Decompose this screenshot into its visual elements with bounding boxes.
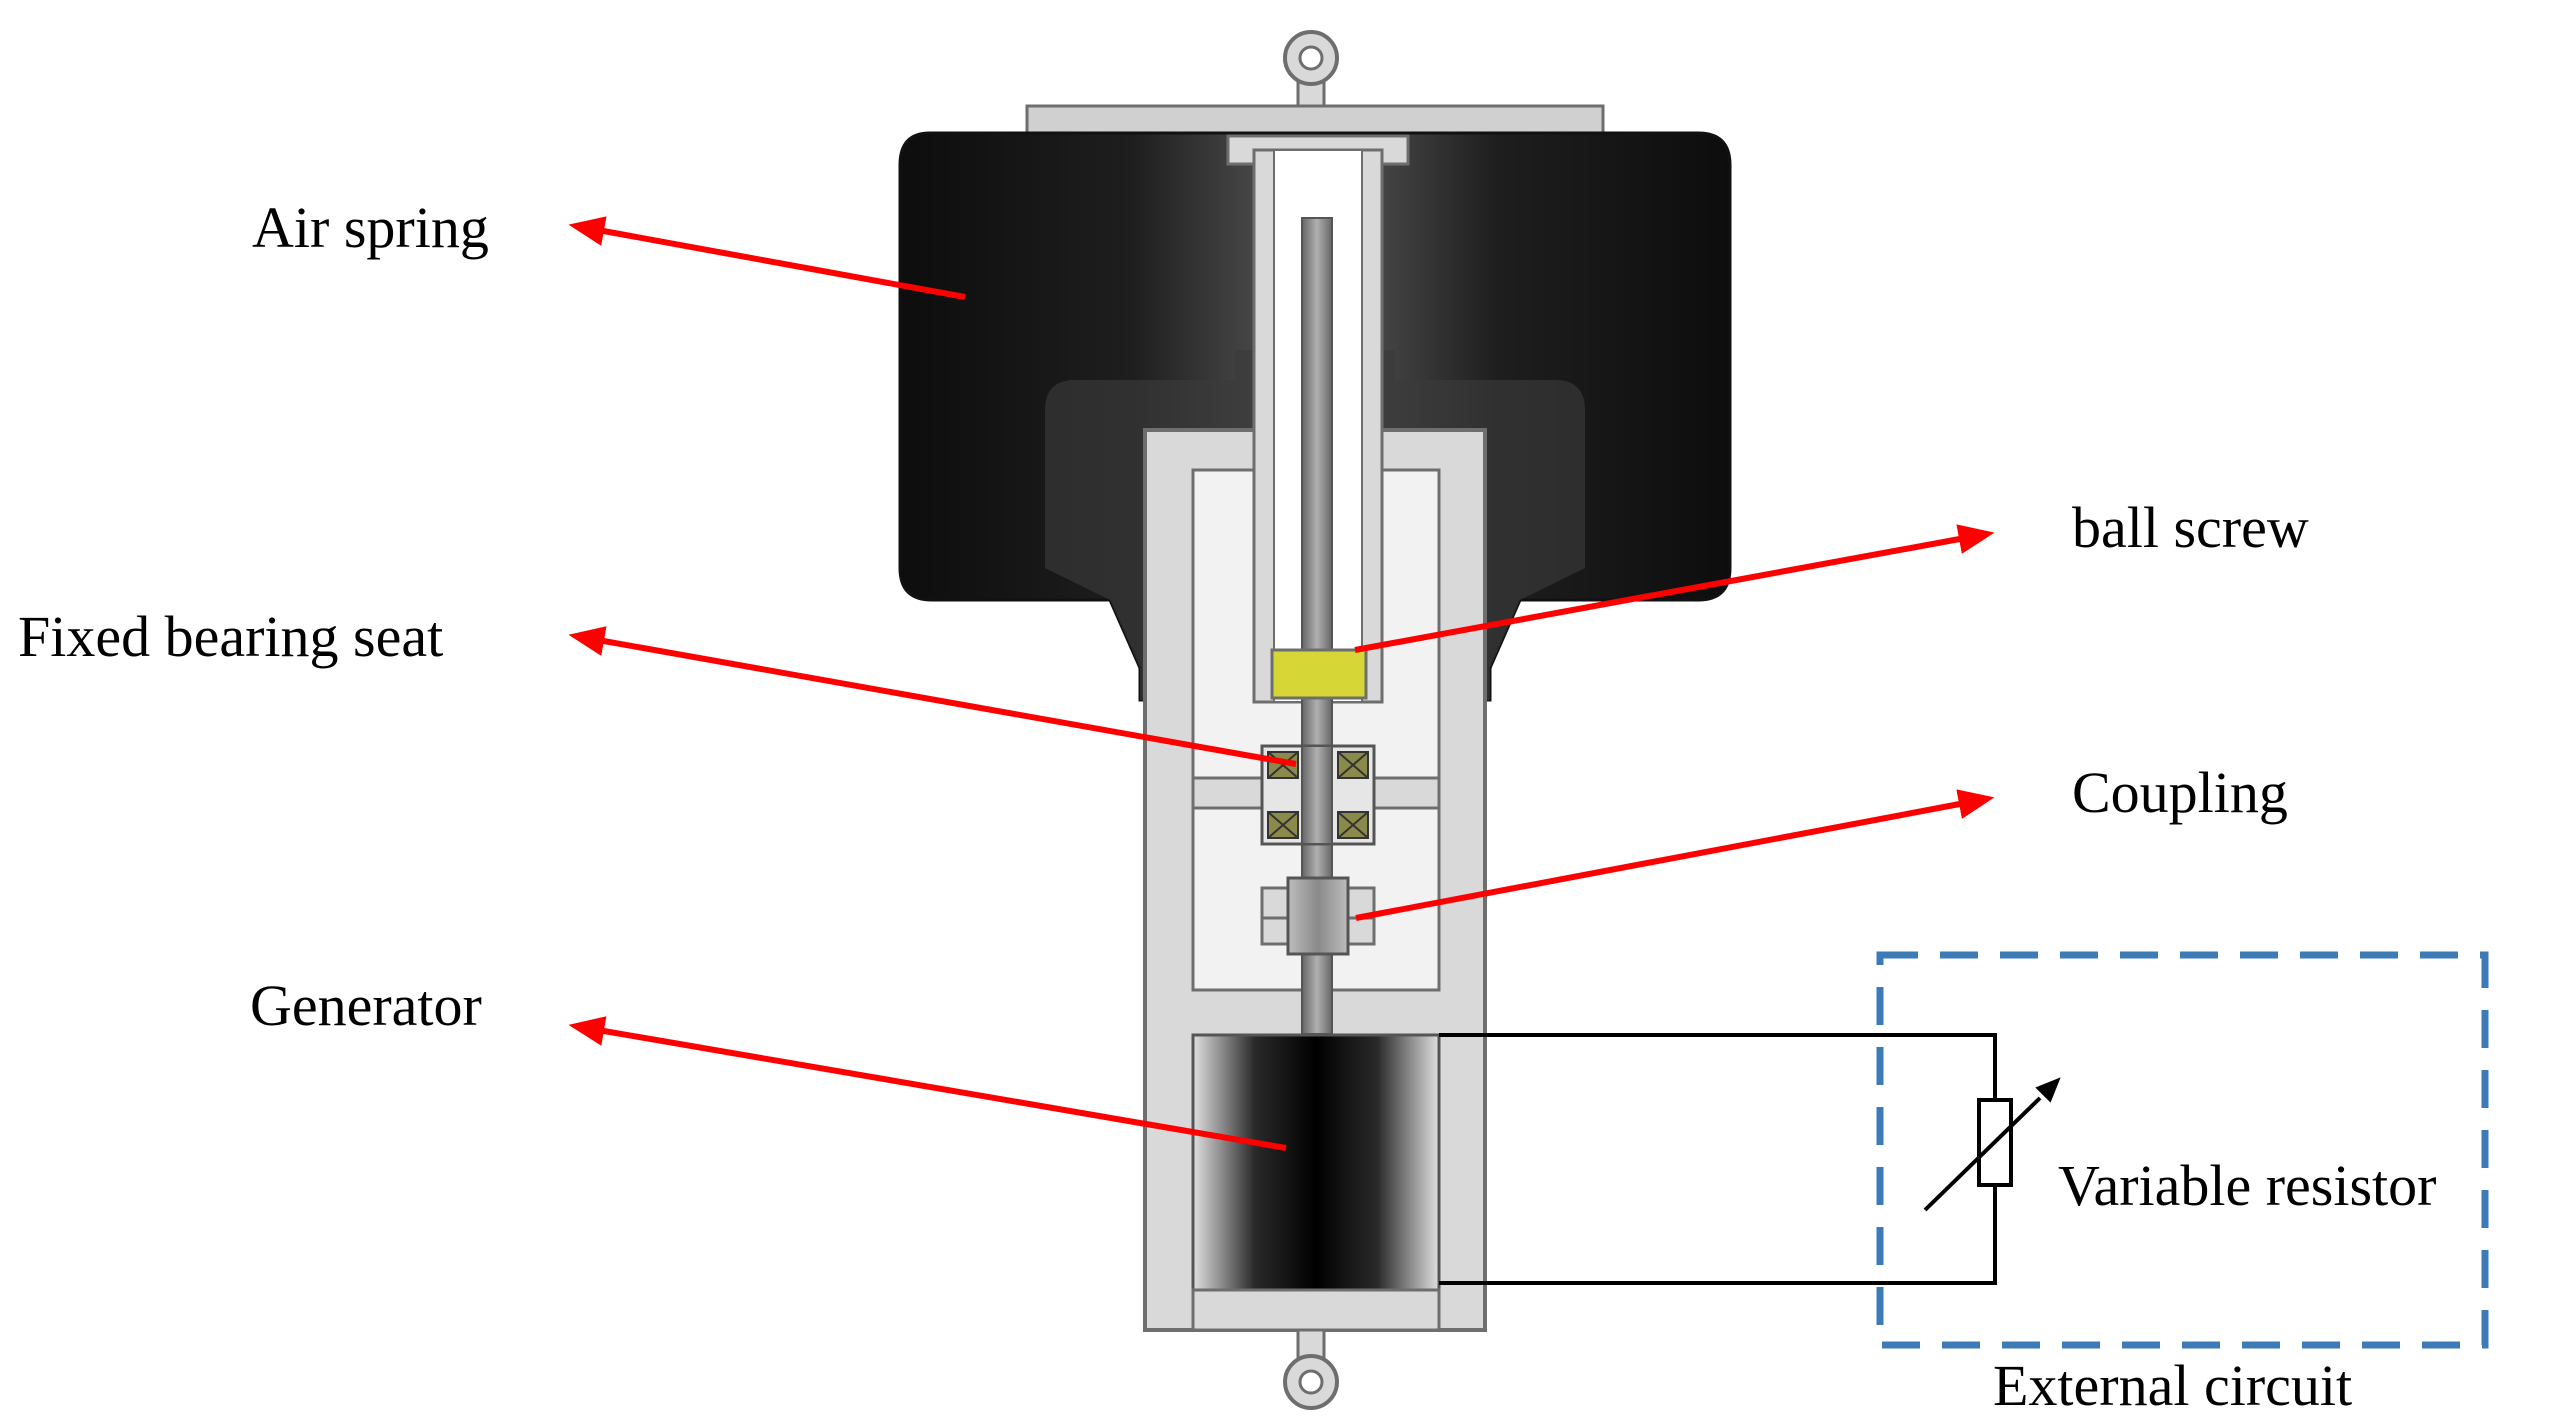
label-variable-resistor: Variable resistor <box>2058 1153 2436 1218</box>
label-arrows <box>568 216 1995 1151</box>
label-coupling: Coupling <box>2072 760 2288 825</box>
coupling <box>1260 876 1376 956</box>
label-generator: Generator <box>250 973 482 1038</box>
arrow-generator <box>568 1016 1287 1151</box>
generator-body <box>1191 1033 1441 1292</box>
arrow-coupling <box>1355 789 1995 921</box>
bottom-mounting-eye <box>1283 1328 1339 1410</box>
top-plate <box>1025 104 1605 138</box>
circuit-wires <box>1439 1033 1997 1285</box>
label-external-circuit: External circuit <box>1993 1353 2352 1418</box>
label-ball-screw: ball screw <box>2072 495 2309 560</box>
ball-screw-nut <box>1270 648 1368 700</box>
top-mounting-eye <box>1283 30 1339 112</box>
arrow-ball-screw <box>1354 524 1995 653</box>
generator-base <box>1191 1288 1441 1332</box>
label-air-spring: Air spring <box>252 195 489 260</box>
arrow-air-spring <box>568 216 966 300</box>
variable-resistor-symbol <box>1923 1077 2061 1212</box>
arrow-fixed-bearing-seat <box>568 626 1297 767</box>
label-fixed-bearing-seat: Fixed bearing seat <box>18 604 443 669</box>
external-circuit-box <box>1876 951 2489 1349</box>
